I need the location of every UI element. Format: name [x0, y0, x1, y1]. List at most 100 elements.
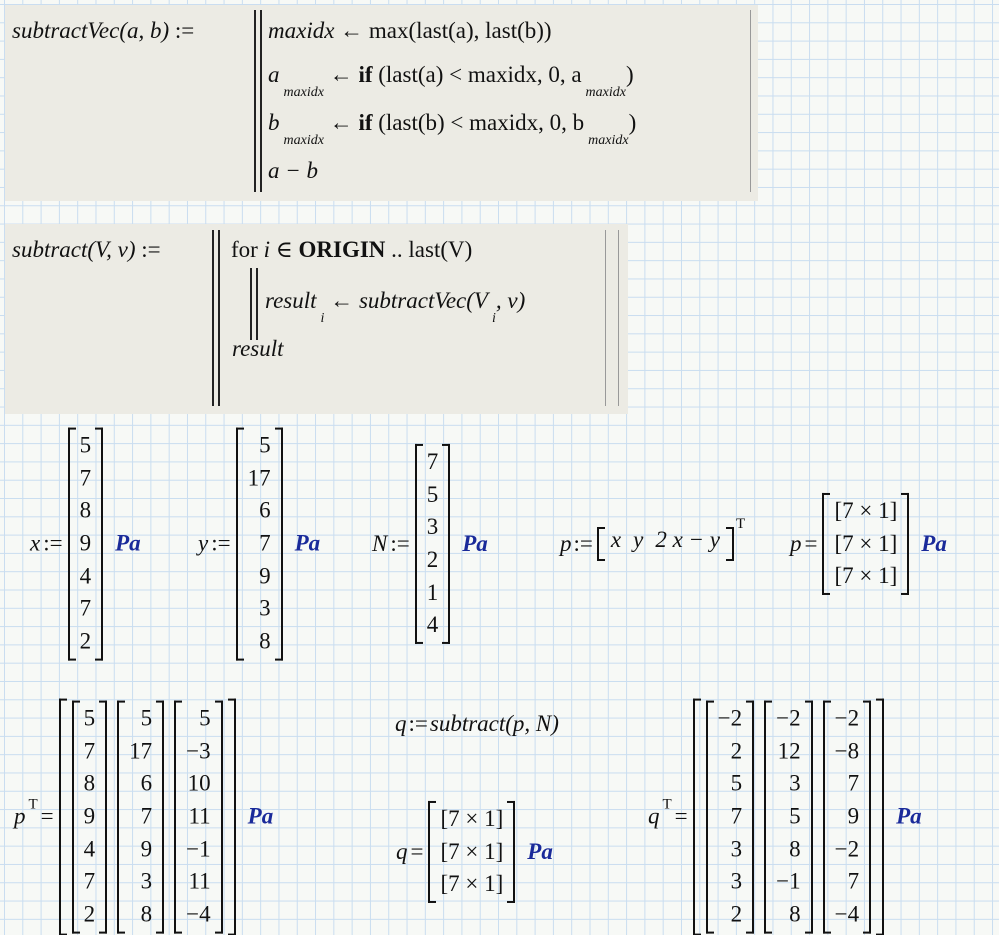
function-args: (V, v) — [87, 237, 136, 262]
bracket-left — [692, 698, 701, 935]
expr: (V — [466, 288, 488, 313]
operator: = — [40, 804, 54, 829]
matrix-cell: 2 — [426, 547, 439, 572]
define-operator: := — [141, 237, 161, 262]
loop-body-bar — [250, 268, 258, 340]
matrix-cell: 8 — [79, 497, 92, 523]
matrix-column: [7 × 1] [7 × 1] [7 × 1] — [436, 801, 507, 903]
origin-keyword: ORIGIN — [298, 237, 386, 262]
assign-arrow: ← — [330, 288, 354, 313]
row-item: x — [610, 527, 622, 552]
operator: = — [804, 531, 818, 556]
if-keyword: if — [358, 62, 373, 87]
function-args: (p, N) — [505, 711, 559, 736]
subtractvec-signature: subtractVec(a, b) := — [12, 18, 194, 44]
program-bar — [212, 230, 220, 406]
subscript: i — [320, 311, 325, 326]
for-loop-header: for i ∈ ORIGIN .. last(V) — [231, 237, 472, 263]
bracket-right — [726, 527, 734, 561]
expr: , v) — [495, 288, 526, 313]
subtract-signature: subtract(V, v) := — [12, 237, 161, 263]
matrix-cell: −2 — [834, 705, 860, 731]
matrix-cell: 4 — [83, 836, 96, 862]
var-label: p — [14, 804, 26, 829]
bracket-right — [804, 700, 813, 934]
bracket-left — [174, 700, 183, 934]
q-evaluation[interactable]: q=[7 × 1][7 × 1][7 × 1]Pa — [396, 800, 553, 904]
define-operator: := — [573, 531, 593, 556]
matrix-cell: 5 — [259, 432, 271, 458]
var-label: y — [198, 531, 209, 556]
matrix-cell: 12 — [777, 738, 801, 764]
matrix-cell: 7 — [83, 738, 96, 764]
local-var: maxidx — [268, 18, 335, 43]
matrix-cell: [7 × 1] — [440, 805, 504, 831]
subtractvec-definition-region[interactable] — [5, 5, 758, 201]
bracket-right — [227, 698, 236, 935]
assign-arrow: ← — [329, 62, 353, 87]
matrix-cell: −1 — [186, 836, 211, 862]
matrix-cell: 11 — [188, 869, 211, 895]
bracket-right — [901, 492, 910, 596]
subtract-definition-region[interactable] — [5, 224, 628, 414]
matrix-cell: 8 — [83, 770, 96, 796]
matrix-cell: 9 — [140, 836, 153, 862]
unit-label: Pa — [921, 531, 947, 556]
bracket-left — [71, 700, 80, 934]
bracket-right — [442, 443, 451, 645]
var-label: N — [372, 531, 388, 556]
if-keyword: if — [358, 110, 373, 135]
program-line-2: amaxidx ← if (last(a) < maxidx, 0, amaxi… — [268, 62, 634, 100]
q-definition[interactable]: q:=subtract(p, N) — [395, 711, 559, 737]
matrix-cell: [7 × 1] — [440, 838, 504, 864]
matrix-cell: 7 — [79, 596, 92, 622]
unit-label: Pa — [247, 804, 274, 829]
program-line-4: a − b — [268, 158, 319, 183]
subscript: maxidx — [283, 85, 324, 100]
matrix-cell: 8 — [789, 836, 801, 862]
program-bar — [254, 10, 262, 192]
p-evaluation[interactable]: p=[7 × 1][7 × 1][7 × 1]Pa — [790, 492, 947, 596]
matrix-cell: 2 — [730, 738, 743, 764]
matrix-cell: 3 — [259, 596, 271, 622]
matrix-cell: [7 × 1] — [440, 871, 504, 897]
matrix-cell: 3 — [730, 836, 743, 862]
bracket-left — [117, 700, 126, 934]
var-label: p — [560, 531, 572, 556]
function-name: subtract — [12, 237, 88, 262]
row-item: 2 x − y — [655, 527, 720, 552]
unit-label: Pa — [896, 804, 922, 829]
matrix-cell: 6 — [259, 497, 271, 523]
matrix-cell: 7 — [426, 448, 439, 474]
subscript: maxidx — [283, 133, 324, 148]
row-item: y — [633, 527, 644, 552]
result-var: result — [265, 288, 317, 313]
matrix-cell: 1 — [426, 579, 439, 605]
matrix-cell: −4 — [186, 901, 211, 927]
transpose-superscript: T — [736, 515, 746, 532]
subscript: i — [491, 311, 496, 326]
matrix-cell: 5 — [79, 432, 92, 458]
matrix-cell: 3 — [140, 869, 153, 895]
matrix-cell: 7 — [847, 869, 860, 895]
matrix-cell: [7 × 1] — [834, 497, 898, 523]
expr: (last(b) < maxidx, 0, b — [378, 110, 585, 135]
bracket-left — [705, 700, 714, 934]
p-definition[interactable]: p:= x y 2 x − y T — [560, 516, 745, 561]
bracket-right — [156, 700, 165, 934]
operator: = — [674, 804, 688, 829]
